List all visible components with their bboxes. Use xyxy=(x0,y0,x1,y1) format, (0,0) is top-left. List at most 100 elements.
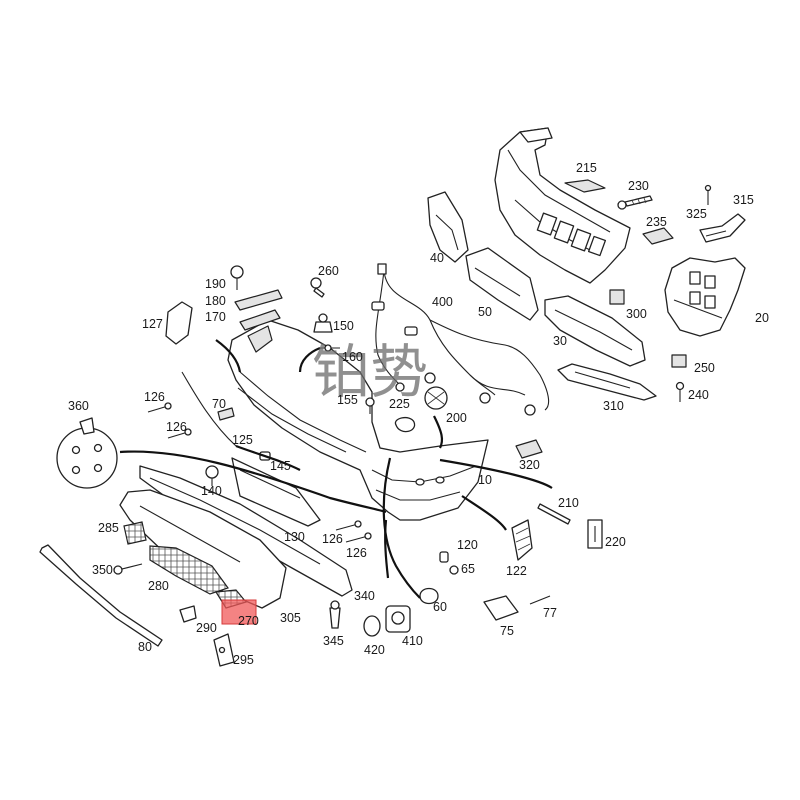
callout-400: 400 xyxy=(432,295,453,309)
callout-200: 200 xyxy=(446,411,467,425)
callout-210: 210 xyxy=(558,496,579,510)
callout-20: 20 xyxy=(755,311,769,325)
callout-225: 225 xyxy=(389,397,410,411)
callout-40: 40 xyxy=(430,251,444,265)
clip-65 xyxy=(449,565,459,575)
bolt-230 xyxy=(617,195,653,210)
clip-120 xyxy=(439,551,449,563)
callout-150: 150 xyxy=(333,319,354,333)
clip-300 xyxy=(609,289,625,305)
callout-295: 295 xyxy=(233,653,254,667)
watermark-text: 铂势 xyxy=(312,338,428,406)
callout-70: 70 xyxy=(212,397,226,411)
clip-70 xyxy=(217,407,235,421)
ring-420 xyxy=(363,615,381,637)
callout-360: 360 xyxy=(68,399,89,413)
side-bracket-20 xyxy=(664,257,746,337)
callout-75: 75 xyxy=(500,624,514,638)
callout-285: 285 xyxy=(98,521,119,535)
pin-210 xyxy=(537,503,571,525)
callout-190: 190 xyxy=(205,277,226,291)
highlight-box-270 xyxy=(221,599,257,625)
bolt-260 xyxy=(310,277,325,298)
screw-126-c xyxy=(335,520,362,531)
screw-240 xyxy=(675,381,685,402)
callout-220: 220 xyxy=(605,535,626,549)
callout-350: 350 xyxy=(92,563,113,577)
callout-125: 125 xyxy=(232,433,253,447)
absorber-50 xyxy=(465,247,539,321)
callout-126-d: 126 xyxy=(346,546,367,560)
mesh-grille-280 xyxy=(149,545,229,595)
callout-126-b: 126 xyxy=(166,420,187,434)
callout-145: 145 xyxy=(270,459,291,473)
callout-320: 320 xyxy=(519,458,540,472)
screw-126-d xyxy=(345,532,372,543)
callout-120: 120 xyxy=(457,538,478,552)
callout-240: 240 xyxy=(688,388,709,402)
bracket-220 xyxy=(587,519,603,549)
callout-60: 60 xyxy=(433,600,447,614)
bracket-215 xyxy=(564,179,606,193)
callout-122: 122 xyxy=(506,564,527,578)
bracket-235 xyxy=(642,227,674,245)
absorber-30 xyxy=(544,295,646,367)
wiring-harness-400 xyxy=(371,263,550,416)
callout-250: 250 xyxy=(694,361,715,375)
callout-155: 155 xyxy=(337,393,358,407)
clip-60 xyxy=(419,587,439,605)
sensor-holder-225 xyxy=(394,416,416,433)
sensor-bracket-410 xyxy=(385,605,411,633)
bracket-250 xyxy=(671,354,687,368)
connector-320 xyxy=(515,439,543,459)
screw-126-a xyxy=(147,402,172,413)
trim-strip-125 xyxy=(181,371,237,447)
callout-50: 50 xyxy=(478,305,492,319)
fastener-155 xyxy=(365,397,375,414)
parking-sensor-200 xyxy=(424,386,448,410)
callout-315: 315 xyxy=(733,193,754,207)
fastener-150 xyxy=(313,313,333,333)
bracket-315 xyxy=(699,213,746,243)
fastener-160 xyxy=(320,344,340,352)
callout-305: 305 xyxy=(280,611,301,625)
callout-126-a: 126 xyxy=(144,390,165,404)
callout-215: 215 xyxy=(576,161,597,175)
callout-310: 310 xyxy=(603,399,624,413)
callout-127: 127 xyxy=(142,317,163,331)
callout-140: 140 xyxy=(201,484,222,498)
callout-420: 420 xyxy=(364,643,385,657)
reinforcement-beam xyxy=(494,127,631,284)
bracket-170 xyxy=(239,309,281,331)
callout-170: 170 xyxy=(205,310,226,324)
fastener-set-360 xyxy=(56,417,118,489)
mount-40 xyxy=(427,191,469,263)
callout-180: 180 xyxy=(205,294,226,308)
bracket-295 xyxy=(213,633,235,667)
callout-325: 325 xyxy=(686,207,707,221)
callout-160: 160 xyxy=(342,350,363,364)
callout-10: 10 xyxy=(478,473,492,487)
assembly-arrows xyxy=(119,339,553,599)
callout-labels: 215 230 315 325 235 40 400 50 300 20 30 … xyxy=(68,161,769,667)
callout-235: 235 xyxy=(646,215,667,229)
callout-260: 260 xyxy=(318,264,339,278)
callout-290: 290 xyxy=(196,621,217,635)
callout-300: 300 xyxy=(626,307,647,321)
lower-panel-340 xyxy=(119,489,287,609)
grille-285 xyxy=(123,521,147,545)
bracket-310 xyxy=(557,363,657,401)
chrome-strip-80 xyxy=(39,544,163,647)
callout-340: 340 xyxy=(354,589,375,603)
side-cover-127 xyxy=(165,301,193,345)
callout-80: 80 xyxy=(138,640,152,654)
clip-290 xyxy=(179,605,197,623)
callout-270: 270 xyxy=(238,614,259,628)
screw-350 xyxy=(113,563,143,575)
callout-230: 230 xyxy=(628,179,649,193)
side-grille-122 xyxy=(511,519,533,561)
clip-190 xyxy=(230,265,244,290)
fastener-345 xyxy=(329,600,341,629)
